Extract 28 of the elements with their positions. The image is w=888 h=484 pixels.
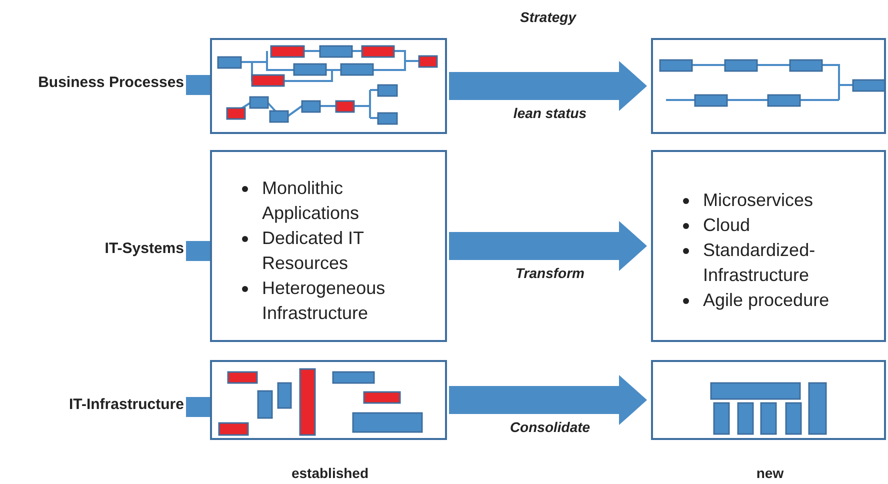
edge-label: lean status bbox=[513, 105, 587, 121]
list-item: Standardized-Infrastructure bbox=[703, 240, 816, 285]
panel bbox=[210, 38, 447, 134]
panel bbox=[651, 150, 886, 342]
list-item: Dedicated IT Resources bbox=[262, 228, 364, 273]
heading-label: Strategy bbox=[520, 9, 576, 25]
column-label: new bbox=[756, 465, 784, 481]
connector-bar bbox=[186, 397, 210, 417]
panel bbox=[210, 360, 447, 440]
panel bbox=[651, 38, 886, 134]
connector-bar bbox=[186, 241, 210, 261]
panel bbox=[651, 360, 886, 440]
row-label: Business Processes bbox=[0, 74, 184, 96]
list-item: Agile procedure bbox=[703, 290, 830, 310]
list-item: Microservices bbox=[703, 190, 814, 210]
block-arrow bbox=[449, 375, 647, 425]
column-label: established bbox=[291, 465, 369, 481]
row-label: IT-Infrastructure bbox=[0, 396, 184, 418]
edge-label: Transform bbox=[516, 265, 584, 281]
edge-label: Consolidate bbox=[510, 419, 590, 435]
row-label: IT-Systems bbox=[0, 240, 184, 262]
list-item: Monolithic Applications bbox=[262, 178, 360, 223]
list-item: Cloud bbox=[703, 215, 750, 235]
block-arrow bbox=[449, 221, 647, 271]
block-arrow bbox=[449, 61, 647, 111]
panel bbox=[210, 150, 447, 342]
list-item: Heterogeneous Infrastructure bbox=[262, 278, 386, 323]
connector-bar bbox=[186, 75, 210, 95]
